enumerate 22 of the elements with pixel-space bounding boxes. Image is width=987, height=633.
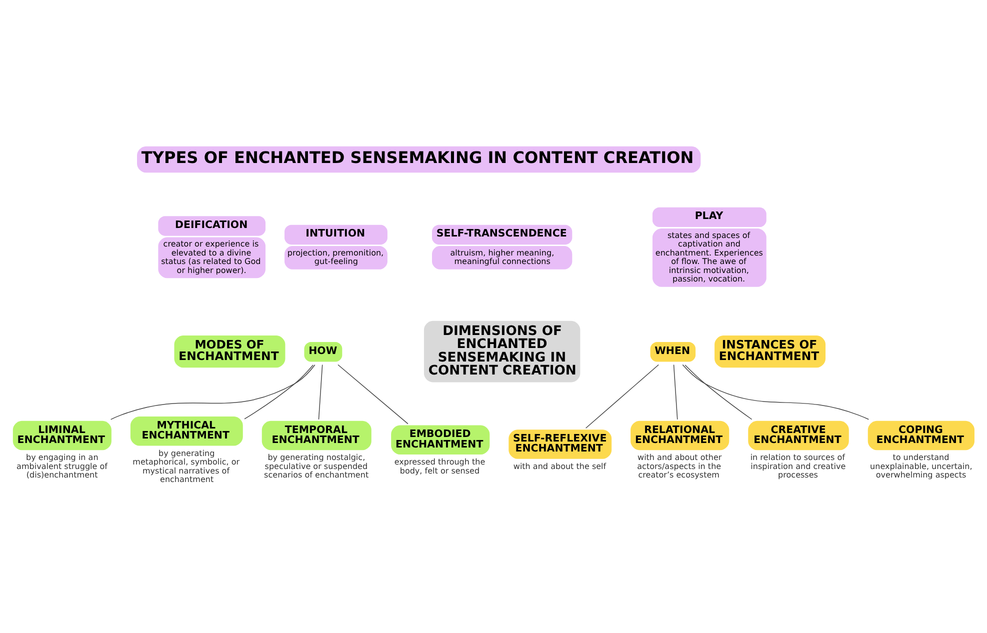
node-box: TEMPORAL ENCHANTMENT bbox=[262, 420, 372, 450]
node-box: RELATIONAL ENCHANTMENT bbox=[630, 420, 730, 450]
connector bbox=[110, 364, 316, 420]
node-box: DIMENSIONS OF ENCHANTED SENSEMAKING IN CONTENT CREATION bbox=[424, 320, 580, 382]
node-box: INSTANCES OF ENCHANTMENT bbox=[714, 335, 826, 368]
connector bbox=[338, 364, 408, 424]
node-box: HOW bbox=[304, 342, 342, 362]
node-box: SELF-REFLEXIVE ENCHANTMENT bbox=[508, 430, 612, 459]
connector bbox=[682, 364, 869, 420]
node-box: EMBODIED ENCHANTMENT bbox=[391, 425, 490, 454]
node-box: MODES OF ENCHANTMENT bbox=[174, 335, 286, 368]
connector bbox=[318, 364, 323, 420]
node-box: MYTHICAL ENCHANTMENT bbox=[130, 416, 243, 446]
node-box: LIMINAL ENCHANTMENT bbox=[12, 420, 112, 450]
node-box: TYPES OF ENCHANTED SENSEMAKING IN CONTENT CREATION bbox=[137, 146, 701, 173]
connector bbox=[244, 364, 314, 420]
node-box: WHEN bbox=[650, 342, 696, 362]
connector bbox=[673, 364, 678, 420]
node-box: CREATIVE ENCHANTMENT bbox=[748, 420, 849, 450]
connector bbox=[684, 364, 752, 420]
connector bbox=[585, 364, 659, 428]
node-box: COPING ENCHANTMENT bbox=[868, 420, 974, 450]
